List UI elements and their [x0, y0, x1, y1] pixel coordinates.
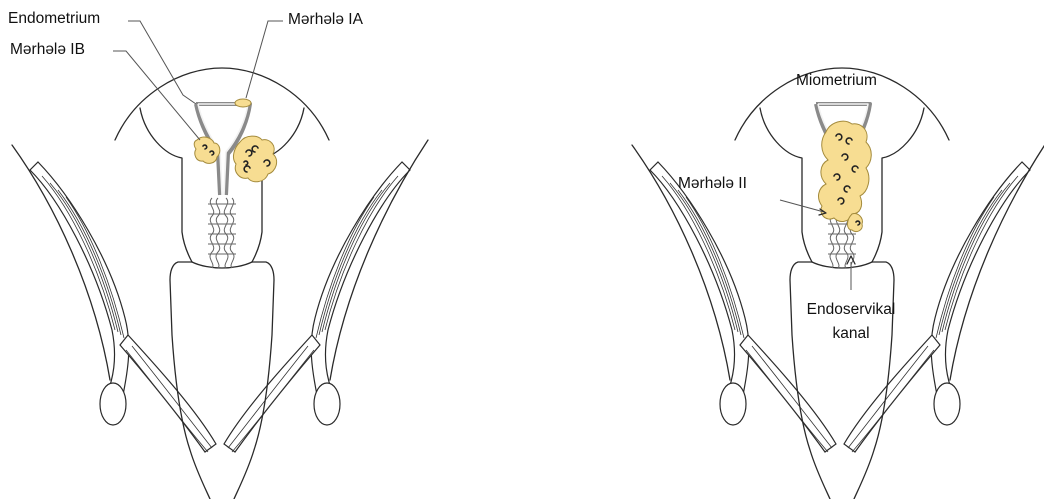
label-stage-ii: Mərhələ II	[678, 175, 747, 193]
label-endometrium: Endometrium	[8, 10, 100, 28]
label-endocervical-line2: kanal	[786, 325, 916, 343]
tumor-stage-ii	[819, 121, 872, 221]
label-stage-ia: Mərhələ IA	[288, 11, 363, 29]
uterus-anatomy-left	[12, 68, 428, 499]
tumor-stage-ia	[235, 99, 251, 107]
leader-endometrium	[128, 21, 196, 104]
tumor-myometrial-left	[233, 136, 276, 182]
label-endocervical-line1: Endoservikal	[786, 301, 916, 319]
label-stage-ib: Mərhələ IB	[10, 41, 85, 59]
tumor-stage-ib	[194, 137, 220, 163]
panel-right	[632, 68, 1044, 499]
leader-stage-ib	[113, 51, 200, 140]
panel-left	[12, 21, 428, 499]
leader-stage-ia	[246, 21, 283, 98]
label-myometrium: Miometrium	[796, 72, 877, 90]
